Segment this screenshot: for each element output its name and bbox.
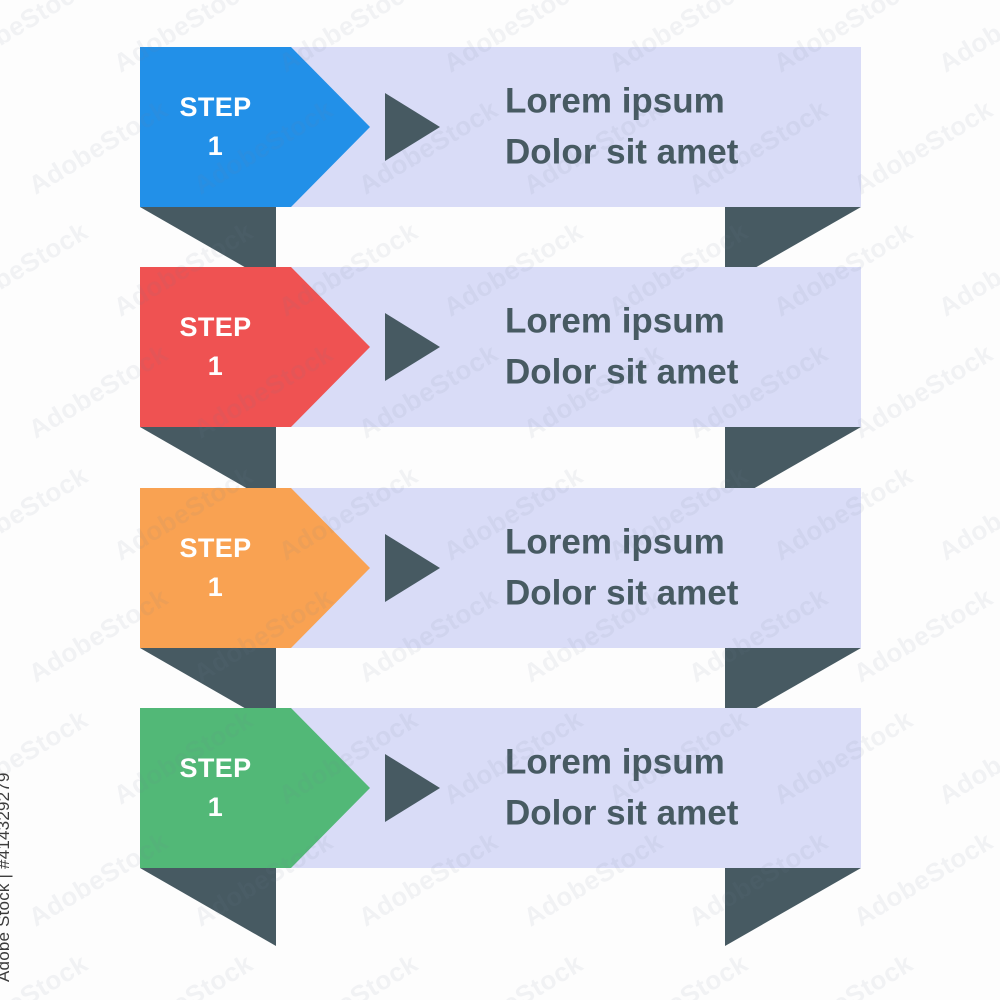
stock-credit-label: Adobe Stock | #414329279 [0,772,13,982]
step-description-line1-3: Lorem ipsum [505,522,725,562]
step-description-line1-2: Lorem ipsum [505,301,725,341]
play-triangle-icon-3 [385,534,440,602]
step-word-1: STEP [179,91,252,122]
step-description-line2-2: Dolor sit amet [505,352,739,391]
step-label-1: STEP 1 [140,88,291,166]
play-triangle-icon-1 [385,93,440,161]
step-word-3: STEP [179,532,252,563]
step-description-line2-4: Dolor sit amet [505,793,739,832]
step-description-line1-4: Lorem ipsum [505,742,725,782]
step-number-1: 1 [207,131,224,161]
step-label-3: STEP 1 [140,529,291,607]
step-description-line2-3: Dolor sit amet [505,573,739,612]
step-label-2: STEP 1 [140,308,291,386]
step-label-4: STEP 1 [140,749,291,827]
play-triangle-icon-4 [385,754,440,822]
step-description-line2-1: Dolor sit amet [505,132,739,171]
step-word-2: STEP [179,311,252,342]
step-description-line1-1: Lorem ipsum [505,81,725,121]
step-word-4: STEP [179,752,252,783]
play-triangle-icon-2 [385,313,440,381]
step-number-3: 1 [207,572,224,602]
step-number-2: 1 [207,351,224,381]
step-number-4: 1 [207,792,224,822]
